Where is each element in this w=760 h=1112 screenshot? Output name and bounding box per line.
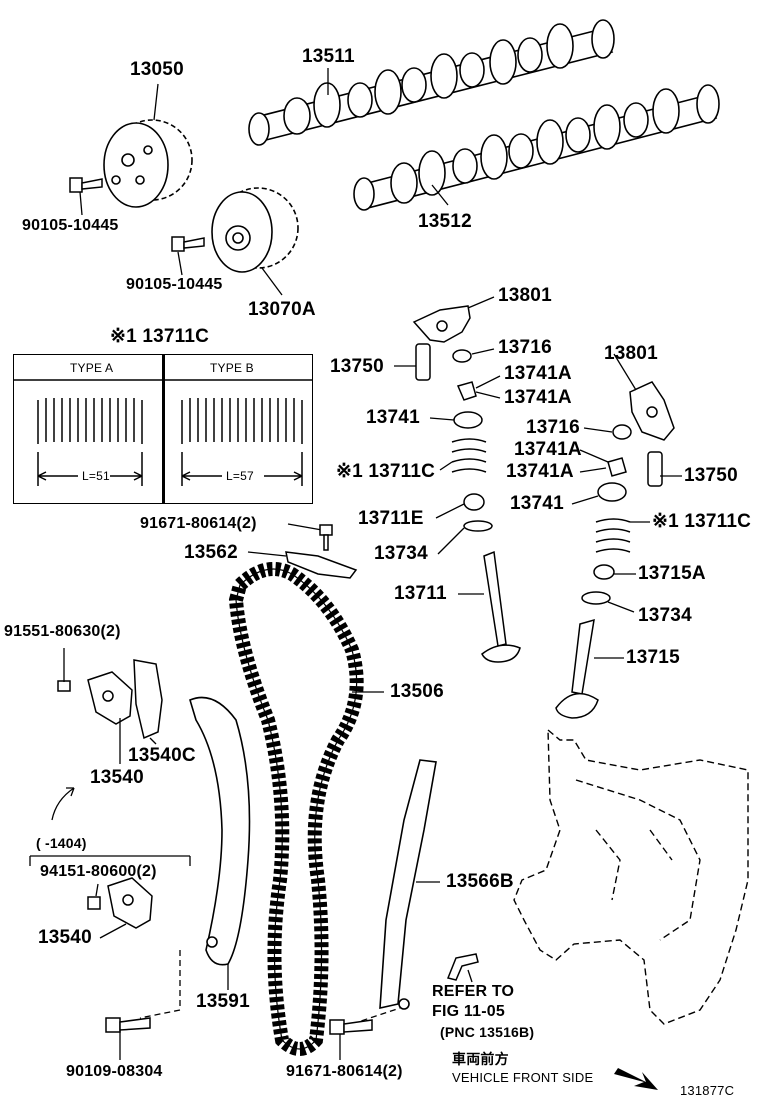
label-13734-a: 13734 xyxy=(374,543,428,564)
label-13070A: 13070A xyxy=(248,299,316,320)
label-13741A-2: 13741A xyxy=(504,387,572,408)
rocker-arm-13801 xyxy=(412,305,675,441)
camshaft-13511 xyxy=(248,19,615,146)
vehicle-front-jp: 車両前方 xyxy=(452,1051,509,1067)
label-13715: 13715 xyxy=(626,647,680,668)
lash-adjuster-13750 xyxy=(415,343,663,487)
label-13711C-right: ※1 13711C xyxy=(652,511,752,532)
label-91671-bottom: 91671-80614(2) xyxy=(286,1063,403,1080)
chain-guide-13591 xyxy=(189,696,251,966)
label-13506: 13506 xyxy=(390,681,444,702)
label-13741A-3: 13741A xyxy=(514,439,582,460)
label-13511: 13511 xyxy=(302,46,355,67)
label-90105-a: 90105-10445 xyxy=(22,217,119,234)
refer-line-2: FIG 11-05 xyxy=(432,1003,505,1020)
figure-number: 131877C xyxy=(680,1083,735,1098)
label-type-a: TYPE A xyxy=(70,361,114,375)
bolt-icon xyxy=(69,177,205,252)
chain-tensioner-13540 xyxy=(57,659,163,929)
label-13566B: 13566B xyxy=(446,871,514,892)
cam-timing-gear-13050 xyxy=(103,119,193,208)
label-type-b: TYPE B xyxy=(210,361,254,375)
label-90109: 90109-08304 xyxy=(66,1063,163,1080)
refer-line-1: REFER TO xyxy=(432,983,515,1000)
label-13711: 13711 xyxy=(394,583,447,604)
label-13734-b: 13734 xyxy=(638,605,692,626)
label-13050: 13050 xyxy=(130,59,184,80)
valve-13711 xyxy=(481,550,521,663)
label-13750-a: 13750 xyxy=(330,356,384,377)
chain-guide-13566B xyxy=(379,759,437,1010)
label-13711C-spec: ※1 13711C xyxy=(110,326,210,347)
label-13512: 13512 xyxy=(418,211,472,232)
label-13801-b: 13801 xyxy=(604,343,658,364)
label-13540C: 13540C xyxy=(128,745,196,766)
refer-line-3: (PNC 13516B) xyxy=(440,1024,535,1040)
engine-block-outline xyxy=(513,728,749,1025)
label-13715A: 13715A xyxy=(638,563,706,584)
label-length-a: L=51 xyxy=(82,469,110,483)
label-13711E: 13711E xyxy=(358,508,424,529)
valve-spring-parts xyxy=(451,349,632,605)
label-13711C-left: ※1 13711C xyxy=(336,461,436,482)
chain-damper-13562 xyxy=(285,551,358,579)
valve-13715 xyxy=(555,618,599,719)
leader-lines xyxy=(29,68,682,1060)
label-91551: 91551-80630(2) xyxy=(4,623,121,640)
spring-spec-divider xyxy=(162,354,165,504)
label-13801-a: 13801 xyxy=(498,285,552,306)
label-13591: 13591 xyxy=(196,991,250,1012)
label-13716-b: 13716 xyxy=(526,417,580,438)
label-94151: 94151-80600(2) xyxy=(40,863,157,880)
vehicle-front-arrow-icon xyxy=(614,1068,658,1090)
pipe-icon xyxy=(446,953,479,981)
label-13741A-1: 13741A xyxy=(504,363,572,384)
label-91671-top: 91671-80614(2) xyxy=(140,515,257,532)
label-length-b: L=57 xyxy=(226,469,254,483)
timing-chain-13506 xyxy=(228,562,364,1056)
label-13540-a: 13540 xyxy=(90,767,144,788)
camshaft-13512 xyxy=(353,84,720,211)
bolt-icon xyxy=(105,524,373,1035)
label-13741A-4: 13741A xyxy=(506,461,574,482)
label-13750-b: 13750 xyxy=(684,465,738,486)
label-13540-b: 13540 xyxy=(38,927,92,948)
label-13741-a: 13741 xyxy=(366,407,420,428)
cam-timing-gear-13070A xyxy=(211,187,299,273)
label-13741-b: 13741 xyxy=(510,493,564,514)
label-13716-a: 13716 xyxy=(498,337,552,358)
label-90105-b: 90105-10445 xyxy=(126,276,223,293)
vehicle-front-en: VEHICLE FRONT SIDE xyxy=(452,1070,594,1085)
label-13562: 13562 xyxy=(184,542,238,563)
label-date-range: ( -1404) xyxy=(36,835,87,851)
